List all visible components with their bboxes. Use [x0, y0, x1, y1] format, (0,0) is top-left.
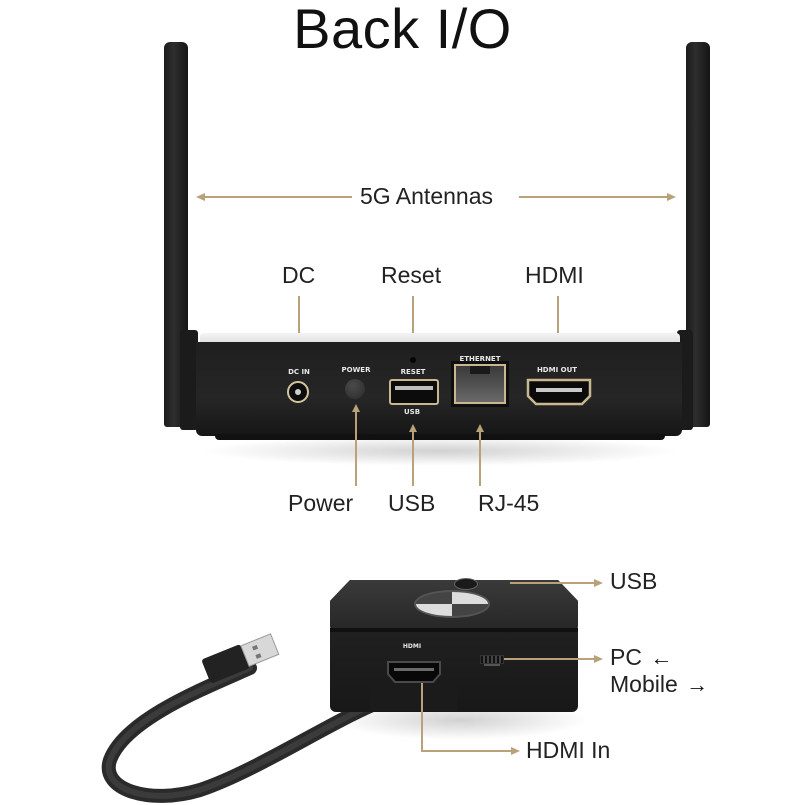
hdmi-out-port	[526, 378, 592, 406]
right-arrow-icon: →	[686, 672, 709, 697]
dc-in-port-label: DC IN	[288, 368, 310, 376]
usb-port-label: USB	[403, 408, 421, 416]
receiver-top-edge	[330, 628, 578, 633]
router-foot	[215, 434, 665, 440]
power-button-label: POWER	[341, 366, 371, 374]
callout-mobile-label: Mobile	[610, 671, 678, 697]
power-button	[345, 379, 365, 399]
rj45-arrowhead	[476, 424, 484, 432]
hdmi-in-leader-vertical	[421, 683, 423, 751]
reset-pinhole	[410, 357, 416, 363]
cable-strain-relief	[370, 685, 458, 711]
callout-receiver-usb: USB	[610, 568, 658, 594]
usb-arrowhead	[409, 424, 417, 432]
receiver-usb-arrowhead	[594, 579, 603, 587]
receiver-dial	[414, 590, 490, 618]
pc-mobile-arrowhead	[594, 655, 603, 663]
reset-label: RESET	[400, 368, 426, 376]
callout-mobile: Mobile →	[610, 671, 708, 698]
usb-leader	[412, 430, 414, 486]
callout-hdmi-in: HDMI In	[526, 737, 611, 763]
hdmi-in-leader-horizontal	[421, 750, 513, 752]
usb-port	[389, 379, 439, 405]
ethernet-port	[451, 361, 509, 407]
antenna-right-arrowhead	[667, 193, 676, 201]
hdmi-in-arrowhead	[511, 747, 520, 755]
router-shadow	[200, 436, 680, 466]
callout-pc-label: PC	[610, 644, 642, 670]
pc-mobile-switch	[480, 655, 504, 664]
antennas-label: 5G Antennas	[360, 183, 493, 209]
callout-hdmi: HDMI	[525, 262, 584, 288]
receiver-hdmi-port	[386, 660, 442, 684]
dc-in-port	[287, 381, 309, 403]
receiver-hdmi-port-label: HDMI	[402, 643, 422, 650]
antenna-right-leader	[519, 196, 669, 198]
ethernet-port-label: ETHERNET	[459, 355, 501, 363]
antenna-left-leader	[200, 196, 352, 198]
hdmi-out-port-label: HDMI OUT	[536, 366, 578, 374]
reset-leader	[412, 296, 414, 346]
callout-pc: PC ←	[610, 644, 672, 671]
callout-reset: Reset	[381, 262, 442, 288]
power-leader	[355, 410, 357, 486]
power-arrowhead	[352, 404, 360, 412]
dc-leader	[298, 296, 300, 346]
callout-rj45: RJ-45	[478, 490, 540, 516]
callout-power: Power	[288, 490, 354, 516]
hdmi-leader	[557, 296, 559, 346]
left-arrow-icon: ←	[650, 645, 673, 670]
flat-cable	[101, 661, 397, 803]
callout-dc: DC	[282, 262, 316, 288]
callout-usb: USB	[388, 490, 436, 516]
pc-mobile-leader	[504, 658, 596, 660]
usb-a-plug	[202, 633, 280, 683]
receiver-usb-button	[454, 578, 478, 590]
receiver-usb-leader	[510, 582, 596, 584]
router-body	[196, 342, 682, 436]
rj45-leader	[479, 430, 481, 486]
left-antenna-hinge	[180, 330, 198, 430]
page-title: Back I/O	[293, 0, 512, 60]
pc-mobile-switch-marking	[484, 664, 500, 666]
